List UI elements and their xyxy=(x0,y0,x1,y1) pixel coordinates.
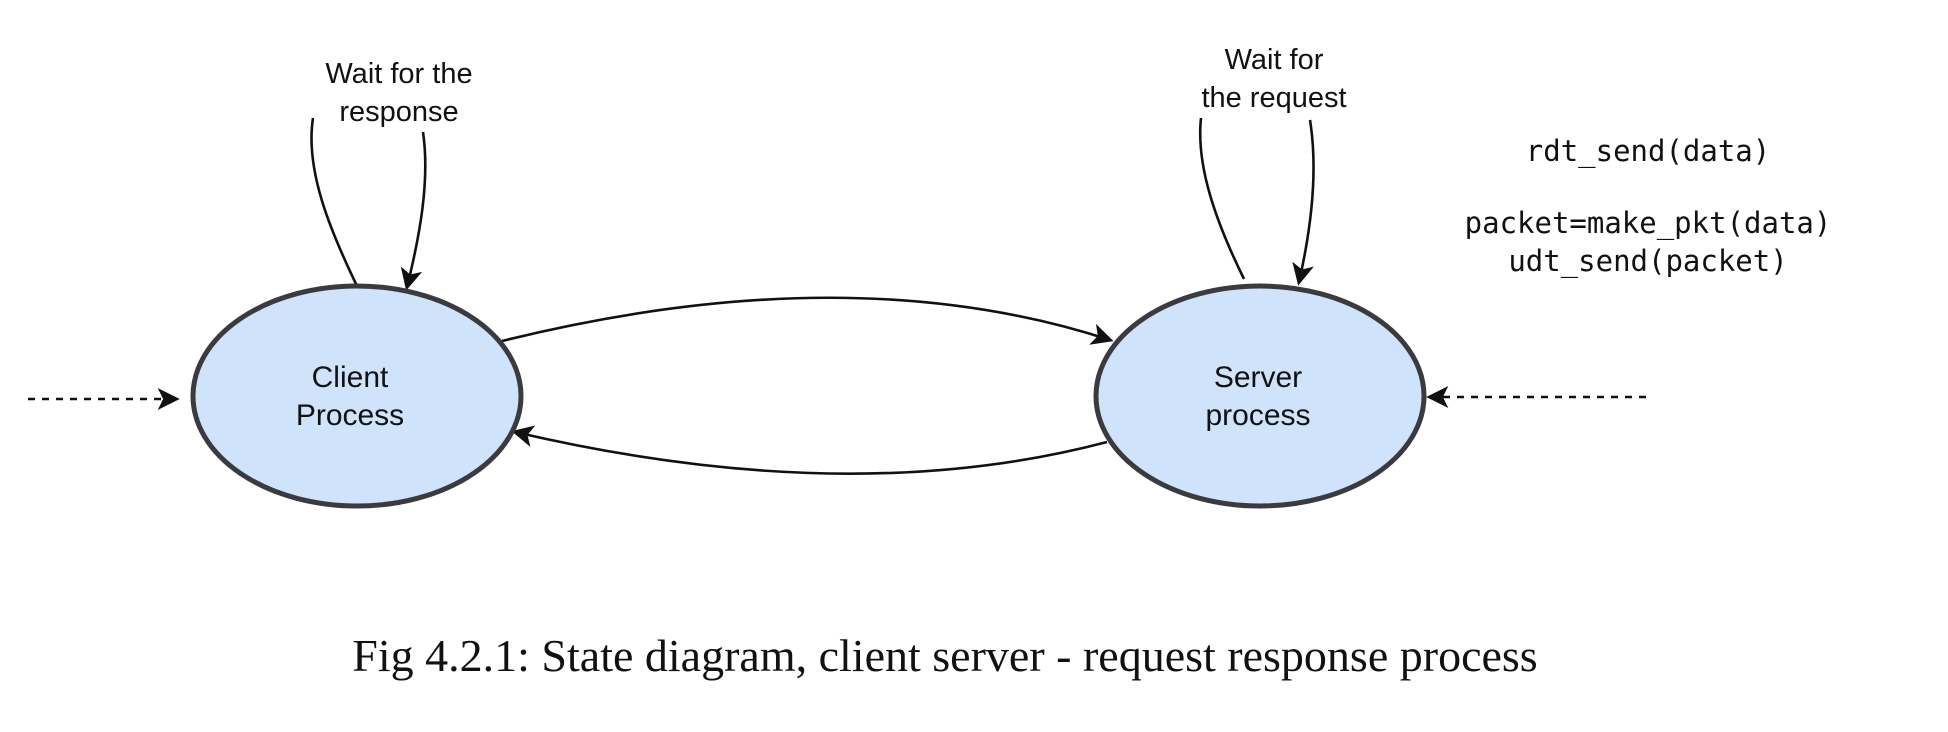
loop-server-in xyxy=(1292,119,1315,286)
action-event: rdt_send(data) xyxy=(1526,134,1770,169)
state-client-label-line1: Client xyxy=(312,361,389,394)
action-line1: packet=make_pkt(data) xyxy=(1465,206,1832,241)
action-line2: udt_send(packet) xyxy=(1508,244,1787,279)
loop-client-label-line2: response xyxy=(339,96,458,128)
edge-server-to-client xyxy=(511,425,1108,475)
state-server-label-line1: Server xyxy=(1214,361,1302,394)
loop-server-label-line1: Wait for xyxy=(1225,44,1324,76)
loop-server-label-line2: the request xyxy=(1201,82,1346,114)
state-client: Client Process xyxy=(190,283,524,509)
loop-client-in xyxy=(400,131,427,291)
loop-client-label-line1: Wait for the xyxy=(325,58,472,90)
figure-caption: Fig 4.2.1: State diagram, client server … xyxy=(352,630,1537,681)
state-server-ellipse xyxy=(1093,283,1427,509)
state-client-ellipse xyxy=(190,283,524,509)
state-client-label-line2: Process xyxy=(296,399,404,432)
edge-client-to-server xyxy=(501,296,1114,345)
state-server-label-line2: process xyxy=(1205,399,1310,432)
state-server: Server process xyxy=(1093,283,1427,509)
loop-server-out xyxy=(1198,117,1246,280)
loop-client-out xyxy=(310,117,359,287)
